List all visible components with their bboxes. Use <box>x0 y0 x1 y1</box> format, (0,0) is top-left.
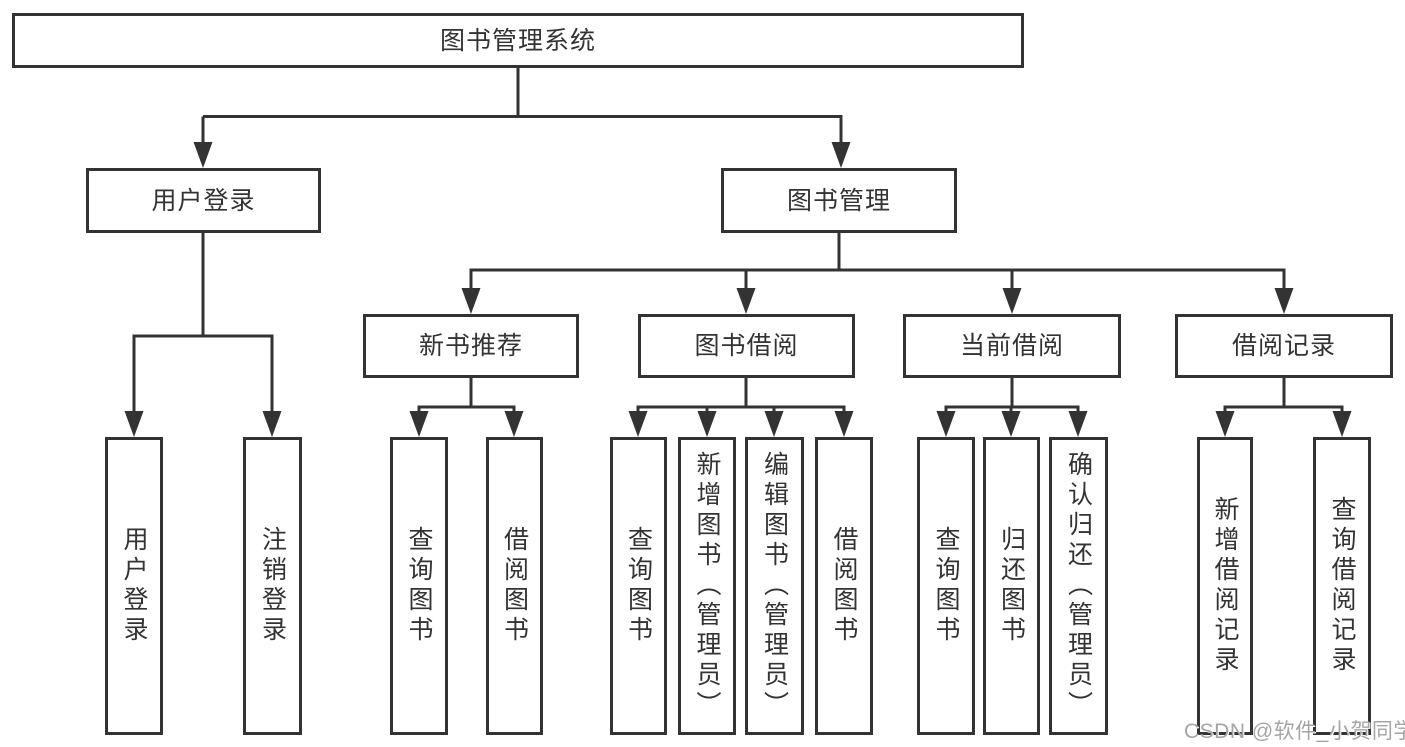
arrowheads <box>124 142 1352 437</box>
csdn-watermark: CSDN @软件_小贺同学 <box>1184 720 1405 743</box>
leaf-add-borrow-record: 新增借阅记录 <box>1197 437 1253 735</box>
node-user-login: 用户登录 <box>86 168 321 233</box>
node-new-book-recommend: 新书推荐 <box>363 314 579 378</box>
leaf-confirm-return-admin: 确认归还（管理员） <box>1049 437 1108 735</box>
leaf-user-login: 用户登录 <box>105 437 163 735</box>
leaf-add-books-admin: 新增图书（管理员） <box>678 437 736 735</box>
node-borrowing-records: 借阅记录 <box>1175 314 1393 378</box>
leaf-query-books-current: 查询图书 <box>917 437 975 735</box>
leaf-return-books: 归还图书 <box>983 437 1040 735</box>
leaf-borrow-books-recommend: 借阅图书 <box>486 437 543 735</box>
leaf-edit-books-admin: 编辑图书（管理员） <box>745 437 804 735</box>
leaf-logout-login: 注销登录 <box>243 437 302 735</box>
node-book-management: 图书管理 <box>721 168 957 233</box>
node-book-borrowing: 图书借阅 <box>638 314 855 378</box>
leaf-query-books-recommend: 查询图书 <box>390 437 448 735</box>
leaf-query-borrow-record: 查询借阅记录 <box>1313 437 1371 735</box>
node-library-system: 图书管理系统 <box>12 13 1024 68</box>
node-current-borrowing: 当前借阅 <box>903 314 1121 378</box>
leaf-borrow-books-borrowing: 借阅图书 <box>815 437 873 735</box>
leaf-query-books-borrowing: 查询图书 <box>610 437 667 735</box>
